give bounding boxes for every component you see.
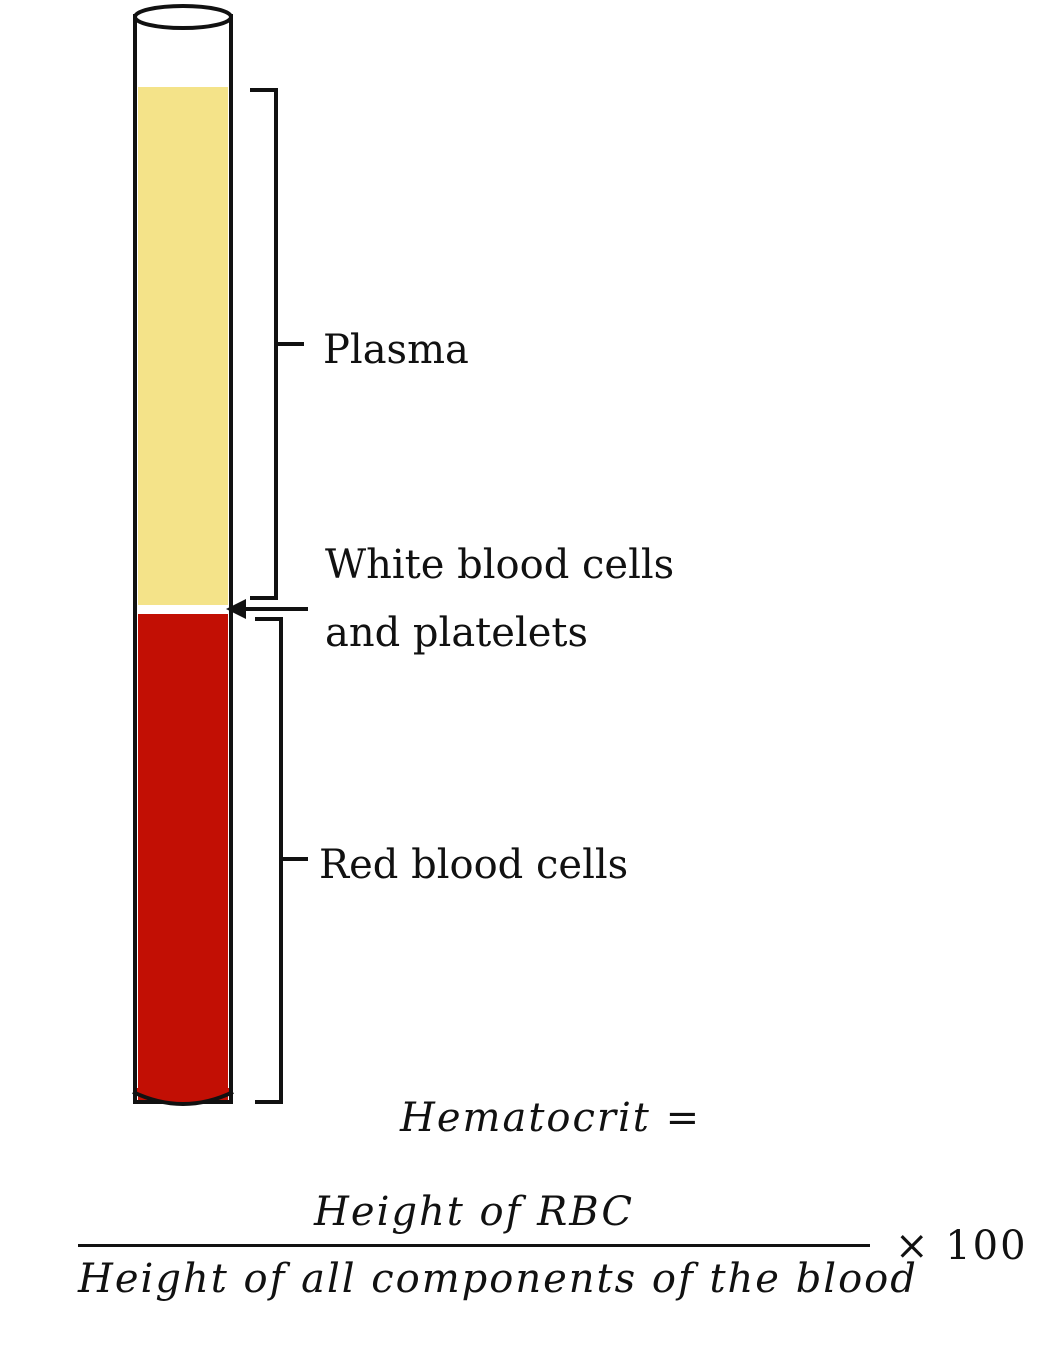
buffy-coat-layer (138, 605, 228, 614)
formula-lhs: Hematocrit = (400, 1098, 701, 1138)
formula-fraction-bar (78, 1244, 870, 1247)
plasma-label: Plasma (323, 327, 469, 373)
plasma-layer (138, 87, 228, 605)
rbc-label: Red blood cells (319, 842, 629, 888)
rbc-bracket (255, 617, 308, 1104)
buffy-coat-arrow-head (226, 599, 246, 619)
formula-denominator: Height of all components of the blood (78, 1256, 918, 1302)
formula-numerator: Height of RBC (314, 1189, 634, 1235)
wbc-platelets-label-line2: and platelets (325, 610, 588, 656)
formula-multiplier: × 100 (895, 1223, 1028, 1269)
wbc-platelets-label-line1: White blood cells (325, 542, 675, 588)
formula-lhs-text: Hematocrit (400, 1095, 651, 1141)
tube-rim (133, 4, 233, 30)
red-blood-cells-layer (138, 614, 228, 1100)
tube-bottom-outline (132, 1090, 234, 1106)
formula-equals: = (665, 1095, 702, 1141)
plasma-bracket (250, 88, 304, 600)
